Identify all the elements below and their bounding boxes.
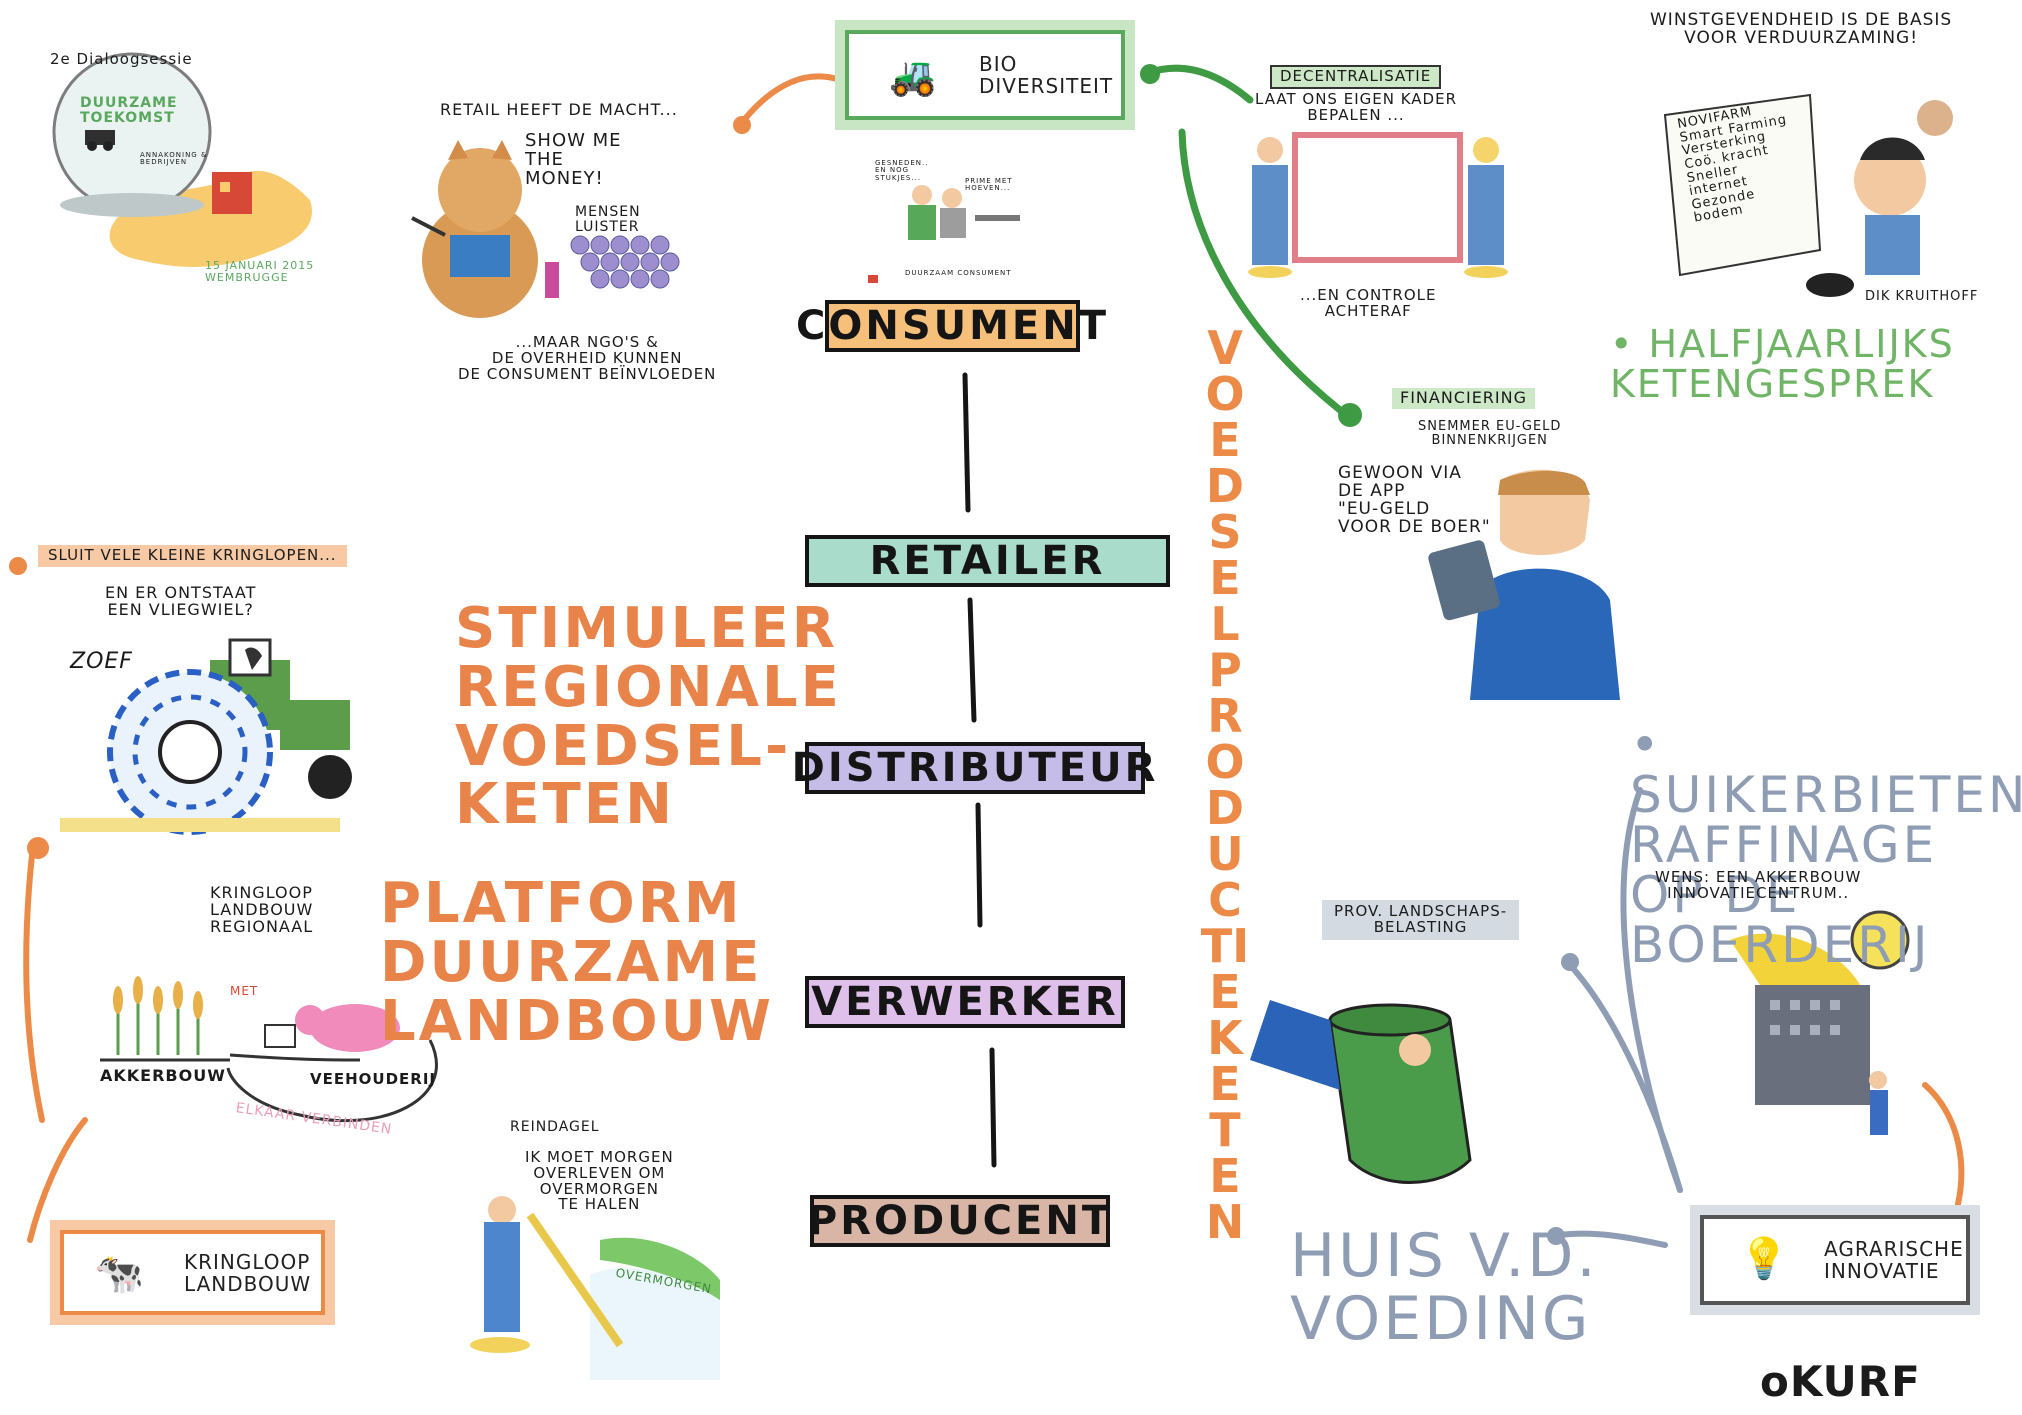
chain-step-label: CONSUMENT [796,303,1110,349]
green-branches [1144,64,1344,414]
cycle-veehouderij: VEEHOUDERIJ [310,1070,436,1088]
cat-illustration [411,140,680,318]
huis-label: HUIS V.D. VOEDING [1290,1221,1599,1354]
chain-connectors [962,372,997,1168]
orange-dot [27,837,49,859]
chain-step-producent: PRODUCENT [807,1195,1113,1247]
globe-subtitle: ANNAKONING & BEDRIJVEN [140,151,208,167]
orange-dot [9,557,27,575]
chain-step-label: VERWERKER [811,979,1119,1025]
decentral-line: LAAT ONS EIGEN KADER BEPALEN ... [1255,90,1457,124]
innovation-illustration [1730,910,1910,1135]
chain-step-label: DISTRIBUTEUR [791,745,1159,791]
tractor-icon: 🚜 [889,54,938,98]
cycle-illustration [100,976,438,1123]
chain-step-verwerker: VERWERKER [805,976,1125,1028]
zoef-label: ZOEF [70,649,133,674]
cow-icon: 🐄 [94,1251,145,1297]
consumer-bubble-right: PRIME MET HOEVEN... [965,177,1013,193]
decentralisation-frame [1248,132,1508,278]
grey-dot [1561,953,1579,971]
cycle-akkerbouw: AKKERBOUW [100,1066,226,1085]
retail-speech-bubble: SHOW ME THE MONEY! [525,130,622,189]
sugar-title: • SUIKERBIETEN RAFFINAGE OP DE BOERDERIJ [1630,716,2022,974]
consumer-scene-label: DUURZAAM CONSUMENT [905,269,1012,277]
grey-dot [1547,1227,1565,1245]
grey-branches [1557,787,1683,1248]
green-dot [1338,403,1362,427]
finance-subtitle: SNEMMER EU-GELD BINNENKRIJGEN [1418,419,1562,448]
logo-biodiversiteit-label: BIO DIVERSITEIT [979,52,1114,98]
globe-title: DUURZAME TOEKOMST [80,95,178,126]
chain-title-text: VOEDSELPRODUCTIEKETEN [1200,321,1250,1249]
globe-illustration [52,52,312,267]
chain-step-label: RETAILER [869,538,1106,584]
retail-mensen: MENSEN LUISTER [575,204,641,235]
consumer-bubble-left: GESNEDEN.. EN NOG STUKJES... [875,159,929,182]
cycle-met: MET [230,984,259,998]
tractor-illustration [60,638,352,835]
top-right-illustration [1663,93,1953,297]
profit-signature: DIK KRUITHOFF [1865,289,1979,304]
logo-agrarische-label: AGRARISCHE INNOVATIE [1824,1237,1964,1283]
farmer-speech-bubble: IK MOET MORGEN OVERLEVEN OM OVERMORGEN T… [525,1148,674,1214]
session-label: 2e Dialoogsessie [50,50,193,68]
farmer-tablet-illustration [1428,469,1620,700]
halfjaarlijks-label: • HALFJAARLIJKS KETENGESPREK [1610,322,1955,406]
farmer-name: REINDAGEL [510,1119,600,1135]
logo-biodiversiteit: 🚜 BIO DIVERSITEIT [845,30,1125,120]
chain-step-retailer: RETAILER [805,535,1170,587]
money-bin-illustration [1250,1000,1472,1184]
chain-step-label: PRODUCENT [807,1198,1113,1244]
sugar-wish: WENS: EEN AKKERBOUW INNOVATIECENTRUM.. [1655,868,1862,902]
finance-tag: FINANCIERING [1392,388,1536,409]
chain-title: VOEDSELPRODUCTIEKETEN [1200,325,1250,1250]
chain-step-distributeur: DISTRIBUTEUR [792,742,1155,794]
finance-speech-bubble: GEWOON VIA DE APP "EU-GELD VOOR DE BOER" [1338,463,1491,537]
chain-step-consument: CONSUMENT [796,300,1106,352]
green-dot [1140,64,1160,84]
farmer-rod-illustration [470,1196,720,1380]
decentral-tag: DECENTRALISATIE [1270,65,1442,89]
kringlopen-bubble: EN ER ONTSTAAT EEN VLIEGWIEL? [105,583,257,619]
retail-footer: ...MAAR NGO'S & DE OVERHEID KUNNEN DE CO… [458,333,717,383]
consumer-scene [868,185,1020,283]
artist-signature: oKURF [1760,1357,1921,1406]
logo-agrarische-innovatie: 💡 AGRARISCHE INNOVATIE [1700,1215,1970,1305]
tax-label: PROV. LANDSCHAPS- BELASTING [1322,900,1520,940]
profit-heading: WINSTGEVENDHEID IS DE BASIS VOOR VERDUUR… [1650,10,1953,48]
platform-label: PLATFORM DUURZAME LANDBOUW [380,871,774,1054]
kringlopen-tag: SLUIT VELE KLEINE KRINGLOPEN... [38,545,347,567]
novifarm-scroll: NOVIFARM Smart Farming Versterking Coö. … [1676,104,1789,227]
logo-kringloop: 🐄 KRINGLOOP LANDBOUW [60,1230,325,1315]
cycle-title: KRINGLOOP LANDBOUW REGIONAAL [210,883,314,936]
logo-kringloop-label: KRINGLOOP LANDBOUW [184,1249,312,1296]
decentral-control: ...EN CONTROLE ACHTERAF [1300,286,1437,320]
stimuleer-label: STIMULEER REGIONALE VOEDSEL- KETEN [455,596,842,838]
lightbulb-icon: 💡 [1739,1236,1790,1282]
orange-dot [733,116,751,134]
retail-heading: RETAIL HEEFT DE MACHT... [440,100,678,119]
session-date: 15 JANUARI 2015 WEMBRUGGE [205,259,315,284]
